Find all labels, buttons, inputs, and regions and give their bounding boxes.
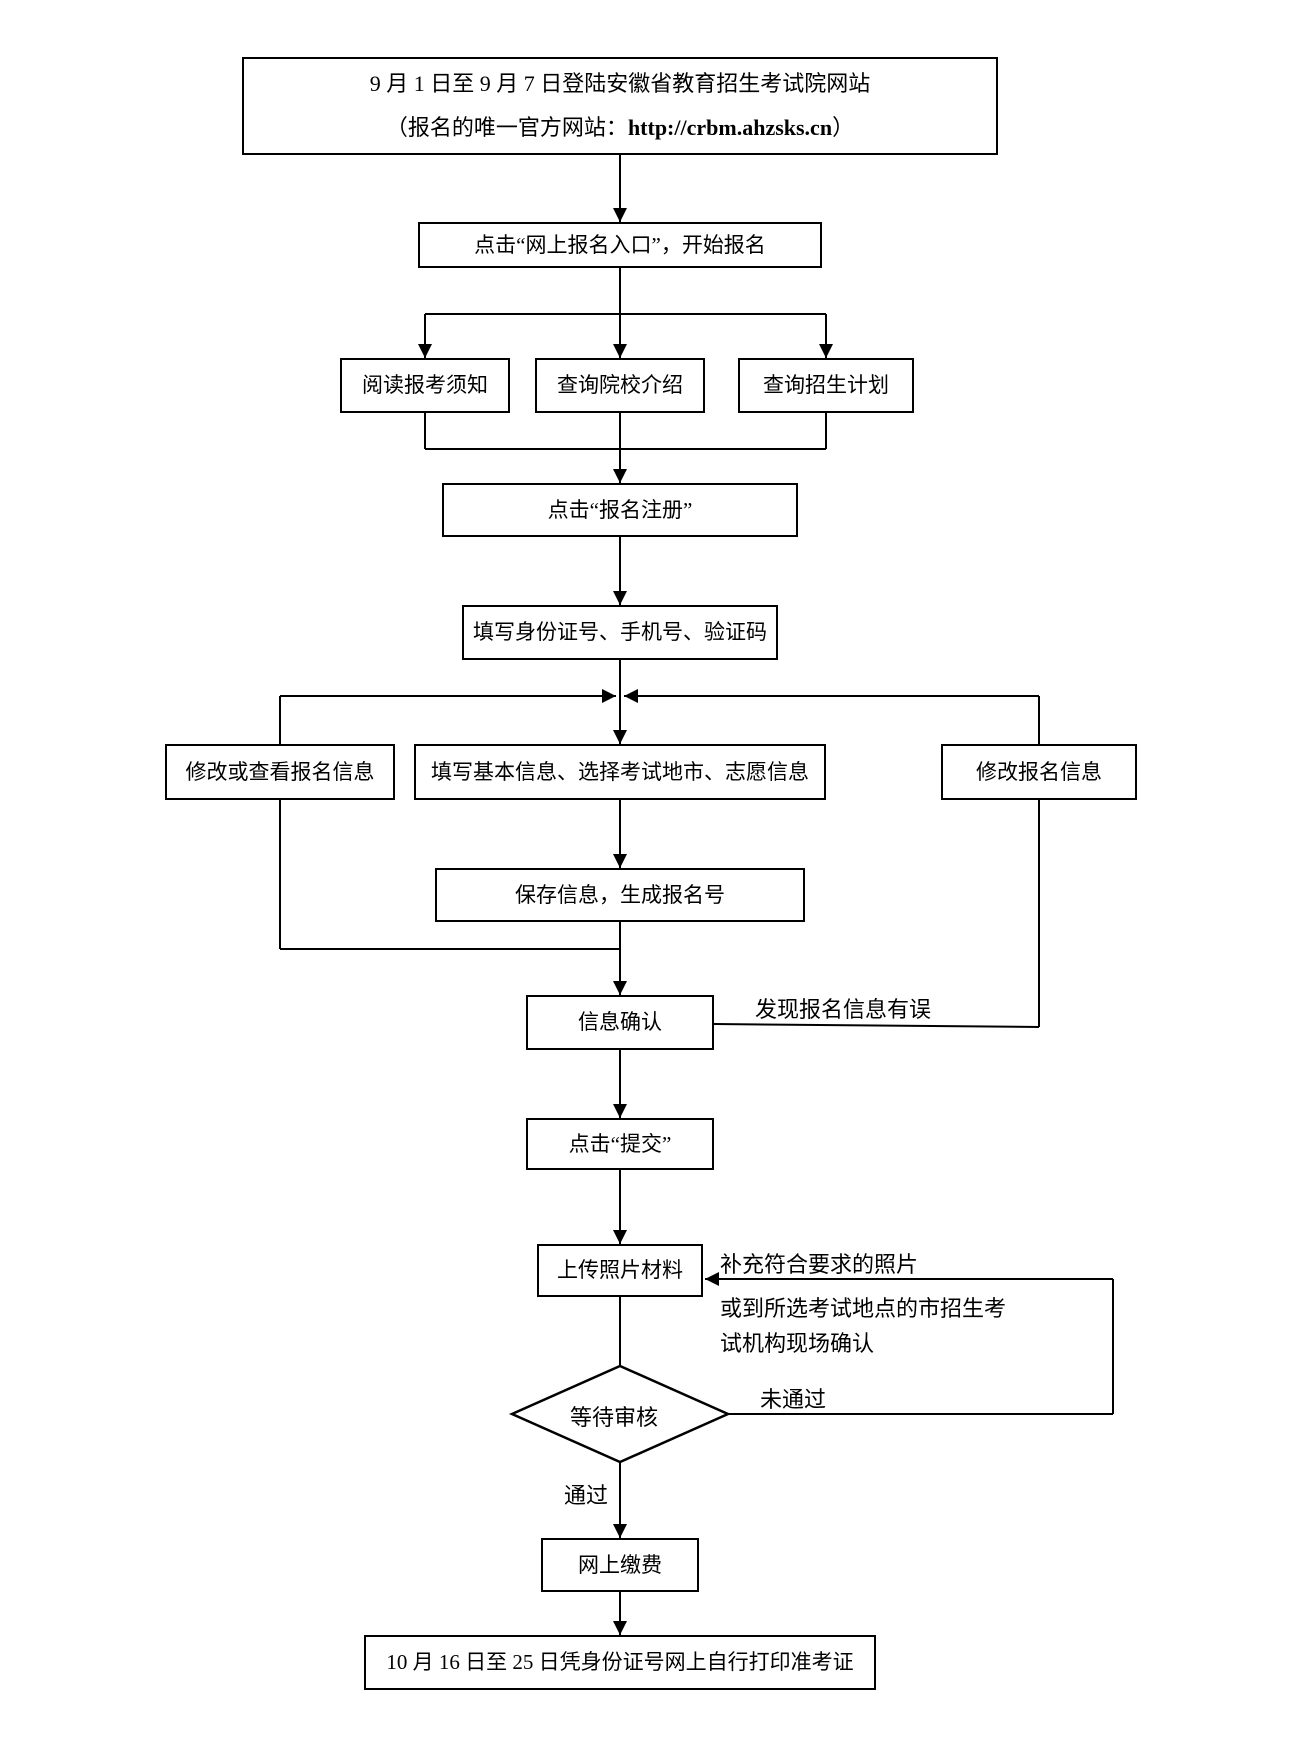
- node-modify-info: 修改报名信息: [941, 744, 1137, 800]
- label-supplement-line2: 或到所选考试地点的市招生考: [720, 1296, 1007, 1321]
- official-site-url: http://crbm.ahzsks.cn: [627, 115, 833, 140]
- node-save-info: 保存信息，生成报名号: [435, 868, 805, 922]
- decision-diamond: [508, 1364, 732, 1464]
- label-not-passed: 未通过: [760, 1387, 827, 1412]
- edge-infoerror-horizontal: [713, 1023, 1040, 1028]
- node-pay-online: 网上缴费: [541, 1538, 699, 1592]
- node-modify-view: 修改或查看报名信息: [165, 744, 395, 800]
- node-register: 点击“报名注册”: [442, 483, 798, 537]
- node-submit: 点击“提交”: [526, 1118, 714, 1170]
- node-login-website-line1: 9 月 1 日至 9 月 7 日登陆安徽省教育招生考试院网站: [369, 71, 871, 96]
- node-fill-basic: 填写基本信息、选择考试地市、志愿信息: [414, 744, 826, 800]
- node-wait-review: 等待审核: [570, 1405, 659, 1430]
- node-confirm-info: 信息确认: [526, 995, 714, 1050]
- node-fill-id: 填写身份证号、手机号、验证码: [462, 605, 778, 660]
- label-supplement-line1: 补充符合要求的照片: [720, 1252, 919, 1277]
- node-print-ticket: 10 月 16 日至 25 日凭身份证号网上自行打印准考证: [364, 1635, 876, 1690]
- node-login-website: 9 月 1 日至 9 月 7 日登陆安徽省教育招生考试院网站 （报名的唯一官方网…: [242, 57, 998, 155]
- node-entry: 点击“网上报名入口”，开始报名: [418, 222, 822, 268]
- official-site-suffix: ）: [832, 115, 855, 140]
- node-upload-photo: 上传照片材料: [537, 1244, 703, 1297]
- label-passed: 通过: [564, 1483, 609, 1508]
- node-query-plan: 查询招生计划: [738, 358, 914, 413]
- node-read-notice: 阅读报考须知: [340, 358, 510, 413]
- label-supplement-line3: 试机构现场确认: [720, 1331, 875, 1356]
- label-info-error: 发现报名信息有误: [755, 997, 932, 1022]
- node-login-website-line2: （报名的唯一官方网站：http://crbm.ahzsks.cn）: [386, 106, 854, 150]
- node-query-college: 查询院校介绍: [535, 358, 705, 413]
- official-site-prefix: （报名的唯一官方网站：: [385, 115, 628, 140]
